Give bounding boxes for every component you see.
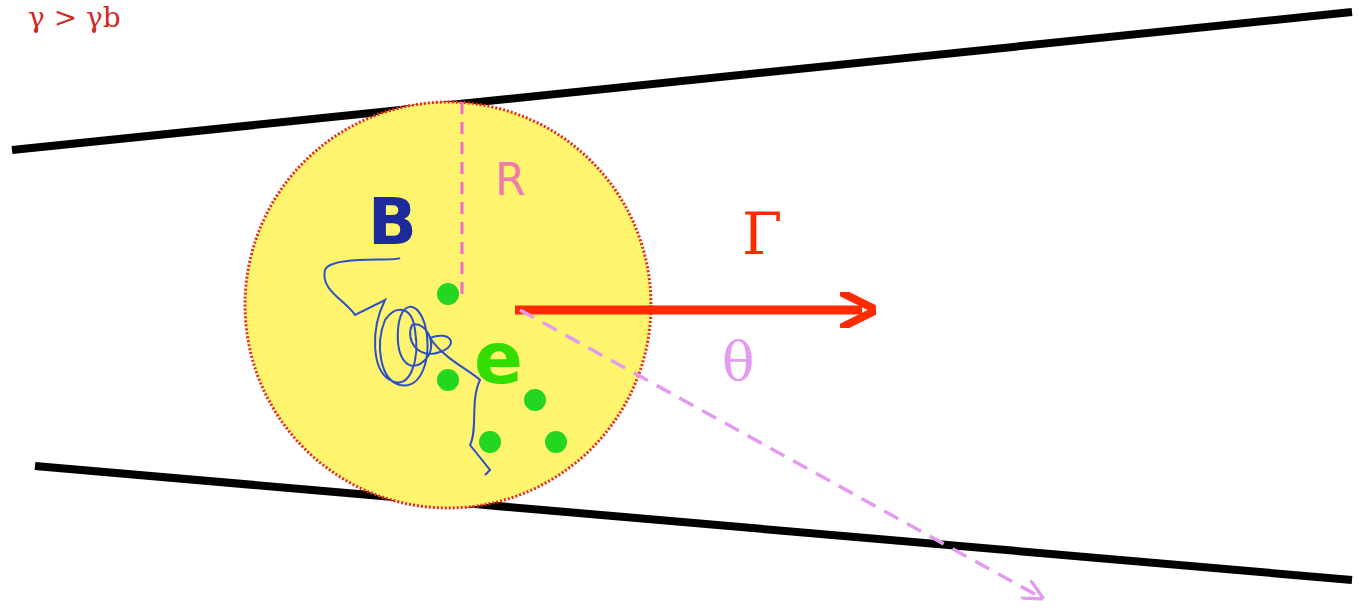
radius-line <box>461 102 464 300</box>
electron-dot <box>479 431 501 453</box>
radius-label: R <box>495 158 526 202</box>
jet-wall <box>35 466 1352 580</box>
lorentz-factor-label: Γ <box>742 205 782 263</box>
condition-note: γ > γb <box>28 4 121 32</box>
angle-label: θ <box>722 335 755 389</box>
blob-outline <box>243 100 653 510</box>
emission-blob: B Re <box>243 100 653 510</box>
electron-dot <box>545 431 567 453</box>
magnetic-field-lines <box>324 258 490 475</box>
electron-dot <box>524 389 546 411</box>
jet-wall <box>12 12 1352 150</box>
electron-dot <box>437 369 459 391</box>
viewing-direction-arrow <box>520 310 1040 597</box>
bulk-motion-arrow <box>515 306 862 315</box>
field-label: B <box>368 190 417 254</box>
electron-dot <box>437 283 459 305</box>
blob-circle <box>245 102 651 508</box>
electron-label: e <box>474 322 523 394</box>
